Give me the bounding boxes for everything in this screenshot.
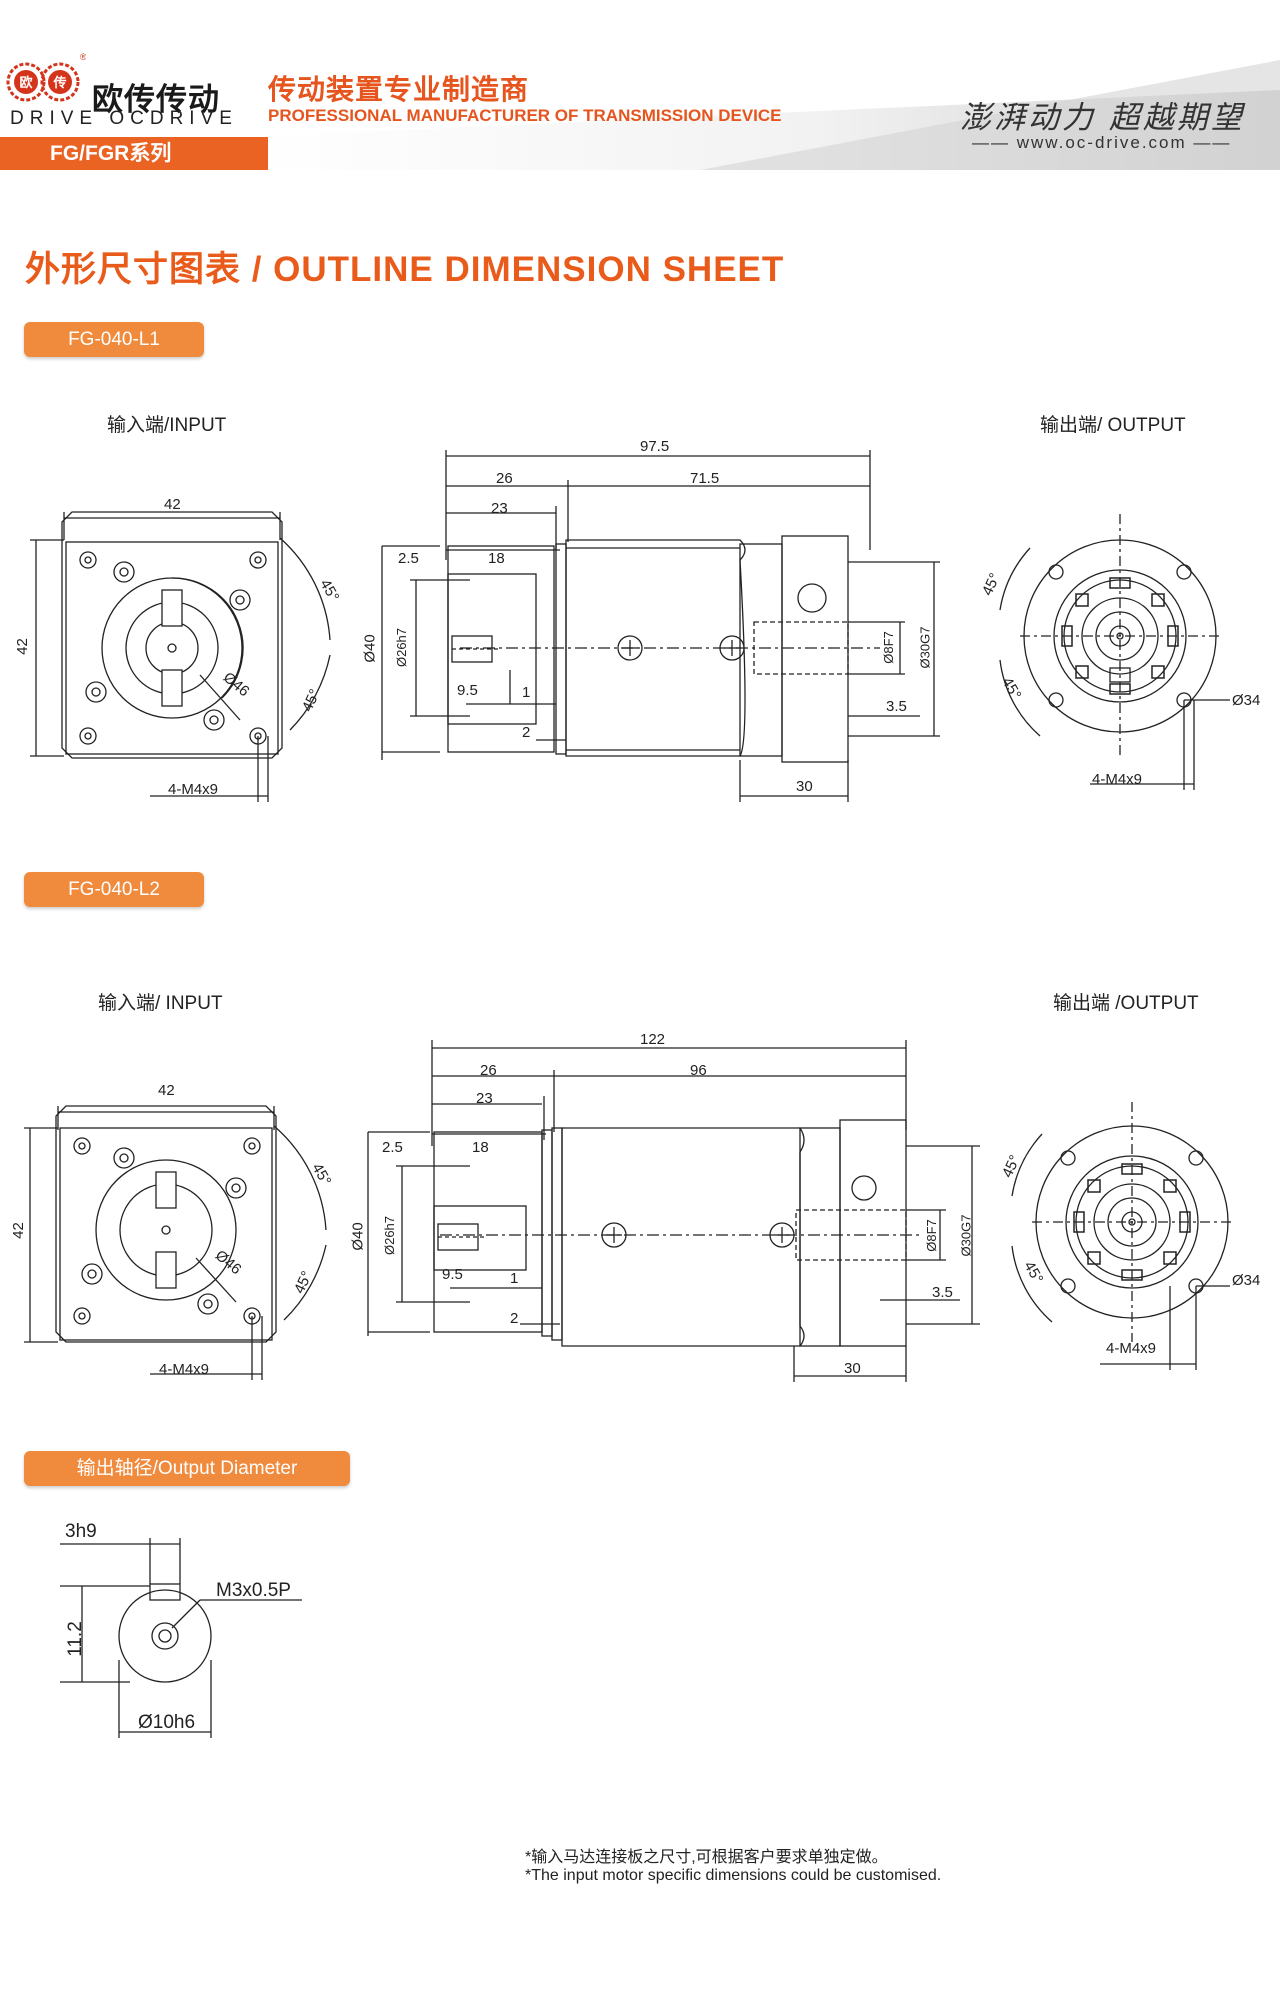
svg-text:传: 传 [52, 75, 66, 90]
output-shaft-drawing [60, 1538, 302, 1738]
shaft-diameter-label: Ø10h6 [138, 1712, 196, 1733]
header-background [0, 0, 1280, 170]
page-title: 外形尺寸图表 / OUTLINE DIMENSION SHEET [25, 250, 785, 289]
dim-phi8-l1: Ø8F7 [880, 631, 896, 664]
input-label-l2: 输入端/ INPUT [98, 993, 223, 1014]
side-view-drawing-l2 [367, 1040, 980, 1382]
dim-23-l2: 23 [476, 1090, 493, 1107]
dim-26-l2: 26 [480, 1062, 497, 1079]
dim-phi30-l2: Ø30G7 [958, 1214, 974, 1257]
output-label-l2: 输出端 /OUTPUT [1053, 993, 1199, 1014]
thread-label: M3x0.5P [216, 1580, 291, 1601]
dim-width-42-l1: 42 [164, 496, 181, 513]
slogan: 澎湃动力 超越期望 [960, 100, 1245, 136]
dim-96-l2: 96 [690, 1062, 707, 1079]
dim-26-l1: 26 [496, 470, 513, 487]
note-en: *The input motor specific dimensions cou… [525, 1867, 942, 1884]
key-width-label: 3h9 [65, 1521, 97, 1542]
dim-phi26-l1: Ø26h7 [394, 627, 410, 668]
dim-18-l2: 18 [472, 1139, 489, 1156]
input-flange-drawing-l1 [30, 511, 331, 802]
dim-3-5-l2: 3.5 [932, 1284, 953, 1301]
dim-phi26-l2: Ø26h7 [382, 1215, 398, 1256]
dim-height-42-l2: 42 [9, 1222, 27, 1239]
dim-phi8-l2: Ø8F7 [923, 1219, 939, 1252]
dim-total-l2: 122 [640, 1031, 666, 1048]
dim-holes-out-l2: 4-M4x9 [1106, 1340, 1157, 1357]
dim-phi40-l1: Ø40 [361, 634, 379, 663]
dim-height-42-l1: 42 [13, 638, 31, 655]
dim-18-l1: 18 [488, 550, 505, 567]
dim-2-5-l1: 2.5 [398, 550, 419, 567]
tagline-cn: 传动装置专业制造商 [268, 74, 530, 105]
dim-phi34-l2: Ø34 [1232, 1272, 1261, 1289]
dim-30-l2: 30 [844, 1360, 861, 1377]
dim-3-5-l1: 3.5 [886, 698, 907, 715]
output-diameter-tag: 输出轴径/Output Diameter [24, 1451, 350, 1486]
model-tag-l1: FG-040-L1 [24, 322, 204, 357]
note-cn: *输入马达连接板之尺寸,可根据客户要求单独定做。 [525, 1849, 888, 1866]
dim-2-5-l2: 2.5 [382, 1139, 403, 1156]
dim-width-42-l2: 42 [158, 1082, 175, 1099]
website-text: www.oc-drive.com [1016, 133, 1187, 152]
dim-2-l2: 2 [510, 1310, 519, 1327]
output-flange-drawing-l1 [999, 514, 1230, 790]
dim-total-l1: 97.5 [640, 438, 670, 455]
svg-text:欧: 欧 [19, 75, 32, 90]
dim-2-l1: 2 [522, 724, 531, 741]
svg-text:®: ® [80, 52, 86, 62]
brand-name-cn: 欧传传动 [92, 82, 220, 117]
output-label-l1: 输出端/ OUTPUT [1040, 415, 1186, 436]
brand-name-en: DRIVE OCDRIVE [10, 108, 238, 129]
model-tag-l2: FG-040-L2 [24, 872, 204, 907]
dim-phi34-l1: Ø34 [1232, 692, 1261, 709]
series-badge: FG/FGR系列 [0, 137, 268, 170]
input-flange-drawing-l2 [24, 1105, 327, 1380]
dim-holes-in-l2: 4-M4x9 [159, 1361, 210, 1378]
dim-30-l1: 30 [796, 778, 813, 795]
dim-holes-in-l1: 4-M4x9 [168, 781, 219, 798]
output-flange-drawing-l2 [1011, 1102, 1232, 1370]
side-view-drawing-l1 [381, 450, 940, 802]
dim-phi40-l2: Ø40 [349, 1222, 367, 1251]
dim-phi30-l1: Ø30G7 [917, 626, 933, 669]
company-logo: 欧 传 ® [6, 52, 86, 102]
dim-71-l1: 71.5 [690, 470, 720, 487]
dim-1-l1: 1 [522, 684, 531, 701]
website: —— www.oc-drive.com —— [972, 133, 1232, 152]
dim-9-5-l1: 9.5 [457, 682, 478, 699]
dim-9-5-l2: 9.5 [442, 1266, 463, 1283]
dim-23-l1: 23 [491, 500, 508, 517]
input-label-l1: 输入端/INPUT [107, 415, 227, 436]
dim-1-l2: 1 [510, 1270, 519, 1287]
tagline-en: PROFESSIONAL MANUFACTURER OF TRANSMISSIO… [268, 106, 782, 125]
dim-holes-out-l1: 4-M4x9 [1092, 771, 1143, 788]
height-label: 11.2 [64, 1621, 86, 1657]
